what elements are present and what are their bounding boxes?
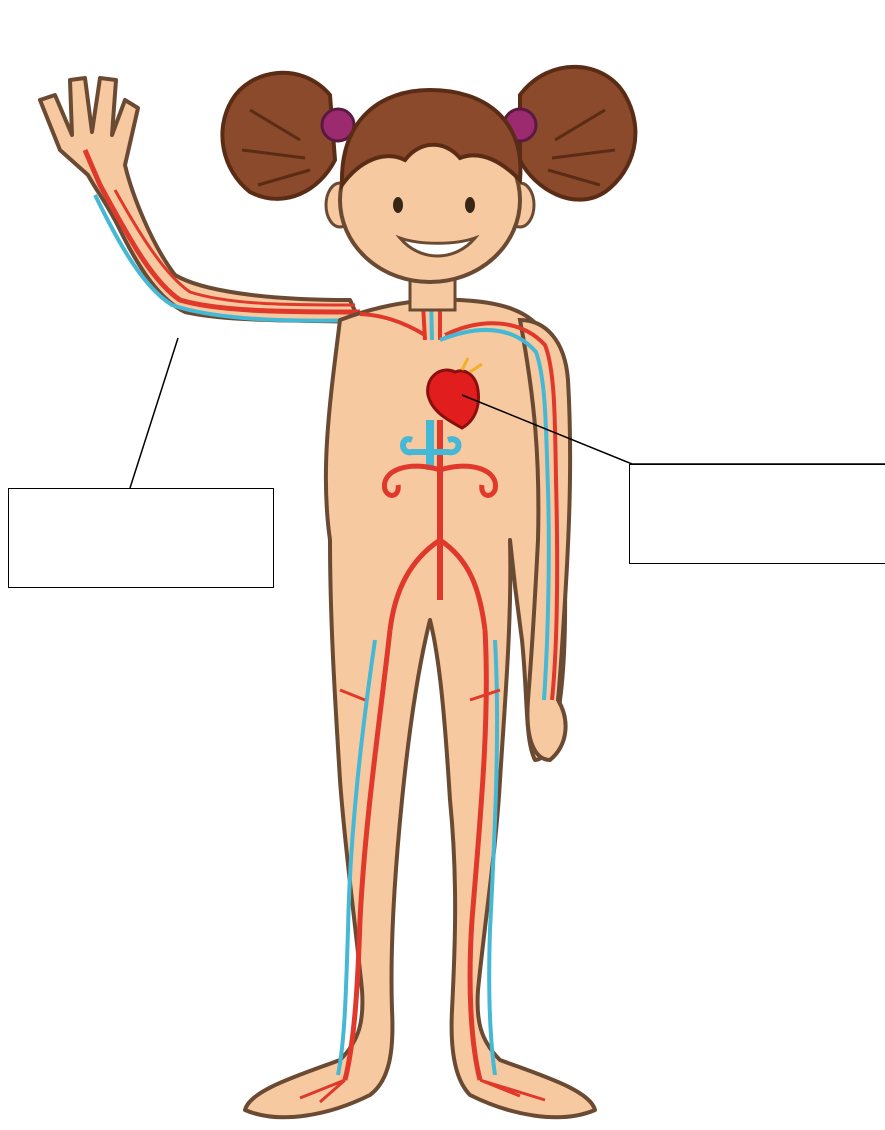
answer-box-heart[interactable]: [629, 464, 885, 564]
answer-box-blood-vessel[interactable]: [8, 488, 274, 588]
left-eye: [393, 197, 403, 213]
leader-line-left: [130, 338, 178, 488]
head: [326, 90, 534, 310]
body: [245, 300, 595, 1118]
right-eye: [465, 197, 475, 213]
